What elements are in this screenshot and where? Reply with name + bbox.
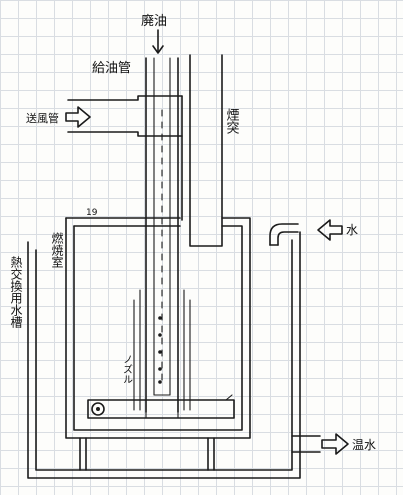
waste-oil-label: 廃油 bbox=[141, 13, 167, 29]
heat-exchange-water-tank bbox=[27, 231, 301, 479]
hot-water-outlet-pipe bbox=[291, 435, 321, 453]
burner-ribs bbox=[133, 289, 191, 411]
heat-exchange-tank-label: 熱交換用水槽 bbox=[9, 256, 23, 329]
nozzle-hole bbox=[158, 316, 162, 320]
combustion-chamber-label: 燃焼室 bbox=[50, 231, 64, 268]
nozzle-hole bbox=[158, 380, 162, 384]
nozzle-hole bbox=[158, 350, 162, 354]
nozzle-holes bbox=[158, 316, 162, 384]
nozzle-label: ノズル bbox=[121, 354, 133, 384]
oil-feed-pipe bbox=[145, 57, 179, 413]
feed-pipe-label: 給油管 bbox=[92, 61, 131, 76]
hot-water-arrow-icon bbox=[321, 433, 349, 455]
chimney-label: 煙突 bbox=[224, 108, 240, 134]
blower-pipe-label: 送風管 bbox=[26, 111, 59, 125]
hot-water-label: 温水 bbox=[352, 438, 376, 452]
small-mark-label: 19 bbox=[86, 208, 98, 218]
nozzle-hole bbox=[158, 367, 162, 371]
nozzle-hole bbox=[158, 333, 162, 337]
water-in-label: 水 bbox=[346, 223, 358, 237]
waste-oil-arrow-icon bbox=[152, 29, 164, 54]
chimney-pipe bbox=[189, 54, 223, 247]
combustion-chamber-box bbox=[65, 217, 251, 439]
nozzle-bar bbox=[87, 394, 235, 419]
water-in-arrow-icon bbox=[317, 219, 343, 241]
blower-pipe bbox=[67, 95, 183, 221]
nozzle-wheel-icon bbox=[91, 402, 105, 416]
blower-arrow-icon bbox=[65, 106, 91, 128]
chamber-legs bbox=[79, 437, 215, 471]
water-inlet-pipe bbox=[269, 223, 299, 246]
